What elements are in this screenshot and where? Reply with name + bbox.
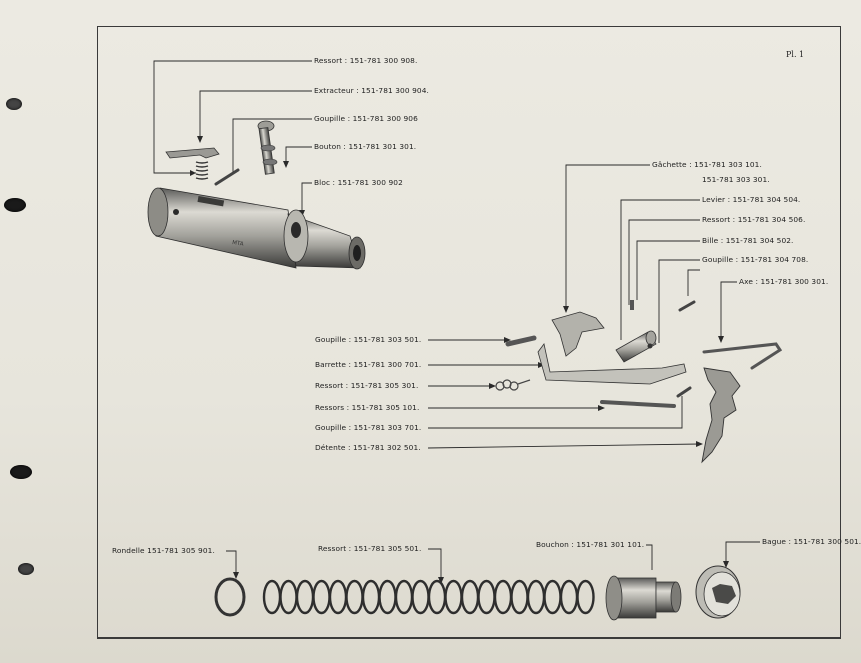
label-bouton: Bouton : 151-781 301 301. xyxy=(314,142,417,151)
label-levier: Levier : 151-781 304 504. xyxy=(702,195,801,204)
label-gachette-alt: 151-781 303 301. xyxy=(702,175,770,184)
label-goupille-906: Goupille : 151-781 300 906 xyxy=(314,114,418,123)
label-ressort-301: Ressort : 151-781 305 301. xyxy=(315,381,419,390)
spring-coil xyxy=(444,579,463,615)
spring-coil xyxy=(295,579,315,615)
leader-goupille-708 xyxy=(687,269,700,296)
spring-coil xyxy=(312,579,331,615)
binder-hole xyxy=(18,563,34,575)
label-barrette: Barrette : 151-781 300 701. xyxy=(315,360,422,369)
spring-coil xyxy=(543,579,562,615)
label-goupille-501: Goupille : 151-781 303 501. xyxy=(315,335,422,344)
spring-coil xyxy=(427,579,447,615)
leader-levier xyxy=(620,199,700,340)
bouton-part xyxy=(257,120,278,175)
label-extracteur: Extracteur : 151-781 300 904. xyxy=(314,86,429,95)
spring-coil xyxy=(394,579,414,615)
label-bloc: Bloc : 151-781 300 902 xyxy=(314,178,403,187)
spring-coil xyxy=(262,579,282,615)
label-gachette: Gâchette : 151-781 303 101. xyxy=(652,160,762,169)
leader-detente xyxy=(427,443,701,449)
bille-part xyxy=(647,343,653,349)
goupille-501-part xyxy=(505,335,537,347)
leader-bille xyxy=(636,240,700,300)
plate-number: Pl. 1 xyxy=(786,50,805,59)
bague-part xyxy=(695,565,741,619)
binder-hole xyxy=(10,465,32,479)
leader-bouton xyxy=(285,146,312,165)
leader-goupille-906 xyxy=(232,118,312,173)
ressort-506-part xyxy=(630,300,634,310)
ressort-908-part xyxy=(195,161,209,180)
spring-coil xyxy=(493,579,513,615)
bloc-part xyxy=(147,187,366,270)
leader-ressort-506 xyxy=(628,219,700,305)
detente-part xyxy=(701,367,741,464)
leader-bague xyxy=(725,541,760,565)
label-ressort-908: Ressort : 151-781 300 908. xyxy=(314,56,418,65)
label-goupille-701: Goupille : 151-781 303 701. xyxy=(315,423,422,432)
leader-ressort-908 xyxy=(153,60,312,174)
goupille-708-part xyxy=(678,300,696,312)
spring-coil xyxy=(279,579,298,615)
spring-coil xyxy=(345,579,364,615)
leader-ressort-501 xyxy=(428,548,442,581)
label-ressort-501: Ressort : 151-781 305 501. xyxy=(318,544,422,553)
spring-coil xyxy=(559,579,579,615)
ressorts-101-part xyxy=(600,400,676,408)
leader-bloc xyxy=(301,182,312,214)
label-ressort-506: Ressort : 151-781 304 506. xyxy=(702,215,806,224)
spring-coil xyxy=(361,579,381,615)
leader-axe xyxy=(720,281,737,340)
label-detente: Détente : 151-781 302 501. xyxy=(315,443,421,452)
leader-rondelle xyxy=(226,550,237,576)
spring-coil xyxy=(477,579,496,615)
spring-coil xyxy=(411,579,430,615)
goupille-906-part xyxy=(214,168,240,186)
barrette-part xyxy=(537,343,687,385)
ressort-301-part xyxy=(495,379,531,391)
leader-lines xyxy=(153,60,760,581)
spring-coil xyxy=(378,579,397,615)
goupille-701-part xyxy=(676,386,692,398)
binder-hole xyxy=(4,198,26,212)
spring-coil xyxy=(526,579,546,615)
label-bague: Bague : 151-781 300 501. xyxy=(762,537,861,546)
leader-extracteur xyxy=(199,90,312,140)
label-bouchon: Bouchon : 151-781 301 101. xyxy=(536,540,645,549)
spring-coil xyxy=(460,579,480,615)
leader-gachette xyxy=(565,164,650,310)
leader-goupille-701 xyxy=(428,396,683,429)
rondelle-part xyxy=(214,577,246,617)
label-bille: Bille : 151-781 304 502. xyxy=(702,236,794,245)
label-ressorts-101: Ressors : 151-781 305 101. xyxy=(315,403,420,412)
extracteur-part xyxy=(165,147,220,159)
leader-bouchon xyxy=(646,544,653,570)
gachette-part xyxy=(551,311,605,357)
binder-hole xyxy=(6,98,22,110)
bouchon-part xyxy=(605,575,682,621)
spring-coil xyxy=(510,579,529,615)
leader-bille-2 xyxy=(658,259,700,343)
spring-coil xyxy=(328,579,348,615)
plate-border xyxy=(97,26,841,639)
axe-part xyxy=(702,342,783,370)
spring-coil xyxy=(576,579,595,615)
bloc-stamp: MTA xyxy=(232,240,244,248)
ressort-501-part xyxy=(262,579,595,615)
label-goupille-708: Goupille : 151-781 304 708. xyxy=(702,255,809,264)
label-axe: Axe : 151-781 300 301. xyxy=(739,277,829,286)
leader-arrows xyxy=(190,136,729,584)
label-rondelle: Rondelle 151-781 305 901. xyxy=(112,546,215,555)
